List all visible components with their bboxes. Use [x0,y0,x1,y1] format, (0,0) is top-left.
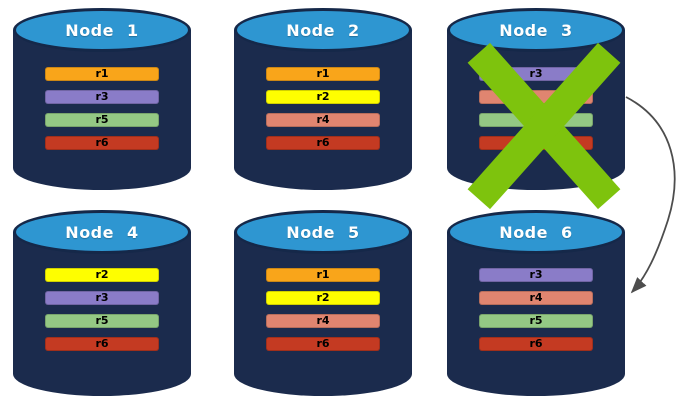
row-label: r5 [529,314,543,327]
row-label: r3 [95,90,109,103]
cylinder-body [13,30,191,190]
data-row: r4 [266,113,380,127]
cylinder-top: Node 1 [13,8,191,52]
failure-x-icon [467,42,621,210]
row-label: r2 [316,291,330,304]
data-row: r6 [479,337,593,351]
row-label: r3 [95,291,109,304]
node-1-cylinder: Node 1 r1 r3 r5 r6 [13,8,191,190]
data-row: r6 [266,337,380,351]
data-row: r2 [266,291,380,305]
data-row: r5 [479,314,593,328]
data-row: r3 [45,90,159,104]
node-1-rows: r1 r3 r5 r6 [45,67,159,159]
node-title: Node 5 [286,222,360,242]
row-label: r2 [316,90,330,103]
node-2-cylinder: Node 2 r1 r2 r4 r6 [234,8,412,190]
node-6-cylinder: Node 6 r3 r4 r5 r6 [447,210,625,396]
row-label: r6 [95,337,109,350]
cylinder-body [234,30,412,190]
cylinder-top: Node 5 [234,210,412,254]
row-label: r6 [95,136,109,149]
node-title: Node 6 [499,222,573,242]
row-label: r1 [316,67,330,80]
data-row: r5 [45,314,159,328]
row-label: r6 [529,337,543,350]
cylinder-top: Node 4 [13,210,191,254]
node-4-rows: r2 r3 r5 r6 [45,268,159,360]
data-row: r2 [45,268,159,282]
node-title: Node 2 [286,20,360,40]
data-row: r6 [266,136,380,150]
data-row: r1 [266,67,380,81]
row-label: r2 [95,268,109,281]
node-2-rows: r1 r2 r4 r6 [266,67,380,159]
data-row: r6 [45,337,159,351]
row-label: r4 [529,291,543,304]
data-row: r4 [266,314,380,328]
row-label: r1 [95,67,109,80]
row-label: r6 [316,136,330,149]
cylinder-top: Node 6 [447,210,625,254]
data-row: r6 [45,136,159,150]
arrow-path [625,96,676,294]
node-title: Node 3 [499,20,573,40]
data-row: r1 [45,67,159,81]
row-label: r4 [316,314,330,327]
row-label: r4 [316,113,330,126]
node-title: Node 1 [65,20,139,40]
row-label: r1 [316,268,330,281]
row-label: r6 [316,337,330,350]
data-row: r4 [479,291,593,305]
node-5-cylinder: Node 5 r1 r2 r4 r6 [234,210,412,396]
row-label: r3 [529,268,543,281]
cylinder-top: Node 2 [234,8,412,52]
data-row: r5 [45,113,159,127]
data-row: r3 [45,291,159,305]
row-label: r3 [529,67,543,80]
row-label: r5 [95,314,109,327]
row-label: r5 [95,113,109,126]
node-5-rows: r1 r2 r4 r6 [266,268,380,360]
data-row: r2 [266,90,380,104]
data-row: r3 [479,268,593,282]
node-title: Node 4 [65,222,139,242]
node-6-rows: r3 r4 r5 r6 [479,268,593,360]
data-row: r1 [266,268,380,282]
node-4-cylinder: Node 4 r2 r3 r5 r6 [13,210,191,396]
